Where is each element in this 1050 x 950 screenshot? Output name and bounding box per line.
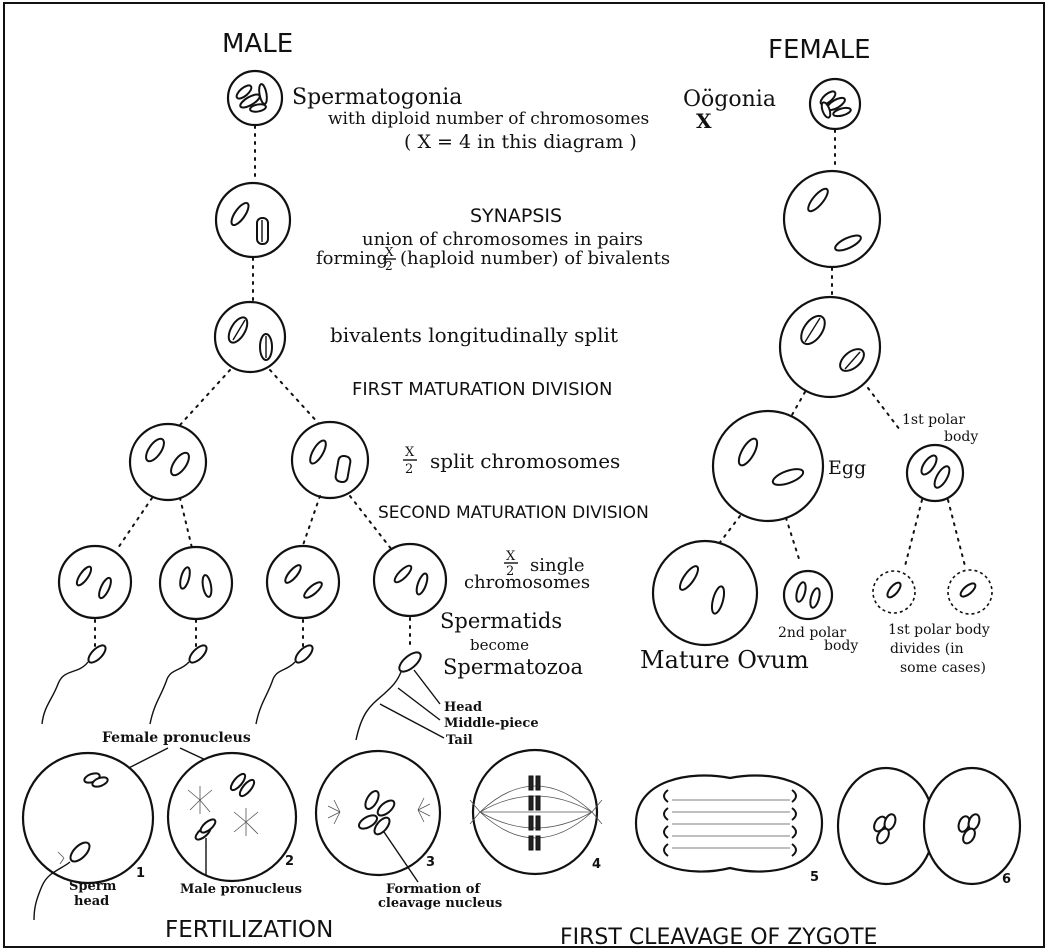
label-formation-2: cleavage nucleus [378,896,502,911]
label-spermatids: Spermatids [440,609,562,633]
label-divides-1: 1st polar body [888,622,990,638]
connector [118,498,152,548]
label-split-den: 2 [405,462,413,477]
label-divides-2: divides (in [890,641,964,657]
cleavage-stage-5 [636,775,822,871]
female-heading: FEMALE [768,35,871,65]
label-oogonia: Oögonia [683,87,776,112]
stage-number-4: 4 [592,857,601,872]
connector [180,370,230,425]
spermatozoon [42,643,108,724]
label-frac-num: X [385,245,394,259]
divided-polar-body [948,570,992,614]
label-diploid-x: X [696,109,712,133]
spermatid-cell [267,546,339,618]
caption-first-cleavage: FIRST CLEAVAGE OF ZYGOTE [560,925,877,950]
connector [868,388,900,430]
primary-oocyte-cell [784,171,880,267]
label-frac-den: 2 [385,259,393,273]
stage-number-3: 3 [426,855,435,870]
label-first-polar-1: 1st polar [902,412,965,428]
spermatid-cell [374,544,446,616]
label-middle-piece: Middle-piece [444,716,539,731]
bivalent-oocyte-cell [780,297,880,397]
spermatozoon-labelled [356,649,444,740]
label-chromosomes: chromosomes [464,572,590,593]
caption-fertilization: FERTILIZATION [165,917,333,943]
connector [302,496,320,548]
spermatozoon [150,643,209,724]
label-haploid: (haploid number) of bivalents [400,248,670,269]
stage-number-1: 1 [136,866,145,881]
connector [786,518,800,562]
label-split-chromosomes: split chromosomes [430,449,620,473]
synapsis-cell [216,183,290,257]
label-sperm-1: Sperm [69,879,117,894]
label-female-pronucleus: Female pronucleus [102,730,251,746]
connector [718,516,740,545]
spermatozoon [256,643,315,724]
label-forming: forming [316,248,388,269]
male-heading: MALE [222,29,293,59]
divided-polar-body [873,571,915,613]
stage-number-6: 6 [1002,872,1011,887]
oogonium-cell [810,79,860,129]
label-formation-1: Formation of [386,882,481,897]
label-x-equals-4: ( X = 4 in this diagram ) [404,131,637,153]
connector [948,500,965,566]
mature-ovum-cell [653,541,757,645]
fertilization-stage-4 [470,750,602,874]
label-spermatogonia: Spermatogonia [292,85,462,110]
label-mature-ovum: Mature Ovum [640,646,809,674]
bivalent-cell [215,302,285,372]
label-first-polar-2: body [944,429,978,445]
stage-number-5: 5 [810,870,819,885]
spermatogonium-cell [228,71,282,125]
label-become: become [470,636,529,654]
connector [270,370,320,425]
label-second-polar-2: body [824,638,858,654]
connector [905,500,922,566]
label-spermatozoa: Spermatozoa [443,655,583,679]
label-sperm-2: head [74,894,109,909]
label-male-pronucleus: Male pronucleus [180,882,302,897]
spermatid-cell [160,547,232,619]
second-polar-body-cell [784,571,832,619]
label-diploid: with diploid number of chromosomes [328,109,649,129]
secondary-spermatocyte-cell [292,422,368,498]
label-first-division: FIRST MATURATION DIVISION [352,379,612,400]
label-bivalents: bivalents longitudinally split [330,323,618,347]
secondary-spermatocyte-cell [130,424,206,500]
fertilization-stage-3 [316,751,440,875]
cleavage-stage-6 [838,768,1020,884]
label-single-num: X [506,549,516,564]
egg-cell [713,411,823,521]
first-polar-body-cell [907,445,963,501]
label-tail: Tail [446,733,473,748]
spermatid-cell [59,546,131,618]
fertilization-stage-2 [168,753,296,881]
label-second-division: SECOND MATURATION DIVISION [378,503,649,523]
label-egg: Egg [828,457,866,479]
label-divides-3: some cases) [900,660,986,676]
label-synapsis-title: SYNAPSIS [470,205,562,227]
label-head: Head [444,700,482,715]
label-synapsis-line1: union of chromosomes in pairs [362,229,643,250]
stage-number-2: 2 [285,854,294,869]
label-split-num: X [405,445,415,460]
connector [180,498,192,548]
